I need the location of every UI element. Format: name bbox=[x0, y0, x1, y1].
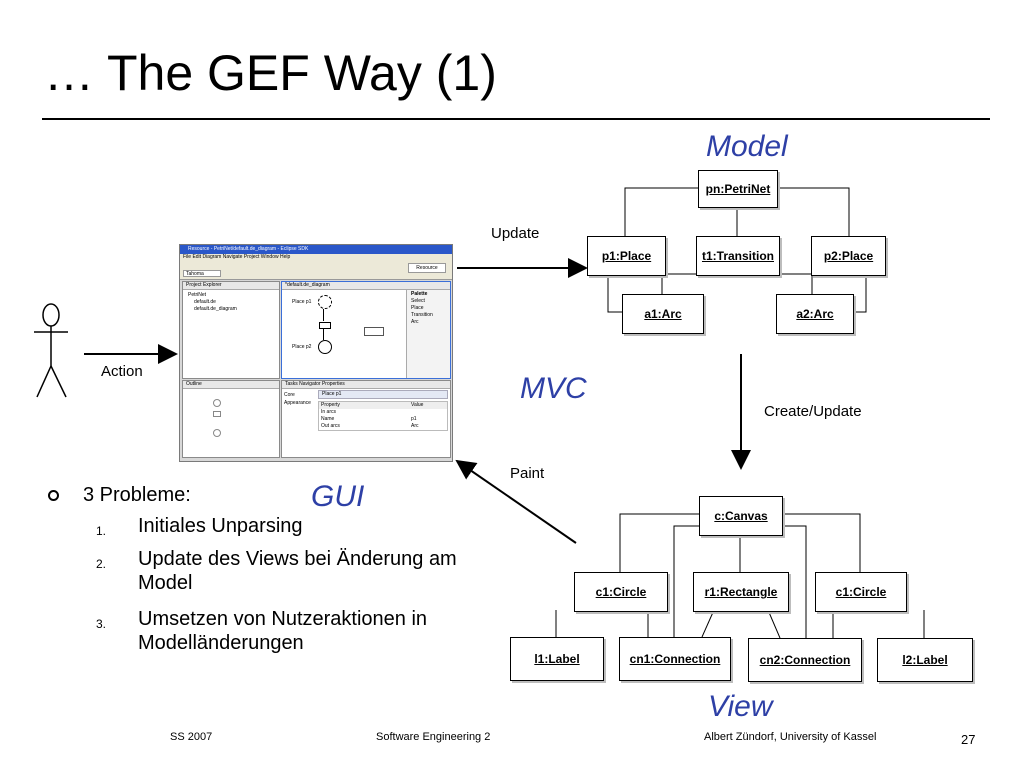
prop-col-header: Property bbox=[321, 402, 340, 408]
update-label: Update bbox=[491, 225, 540, 242]
bullet-item-2: 2. Update des Views bei Änderung am Mode… bbox=[96, 547, 476, 595]
prop-row-value: p1 bbox=[411, 416, 417, 422]
prop-tab-core: Core bbox=[284, 392, 295, 398]
palette-item: Select bbox=[411, 298, 425, 304]
model-object-p2: p2:Place bbox=[811, 236, 886, 276]
palette-item: Place bbox=[411, 305, 424, 311]
place-p1-shape bbox=[318, 295, 332, 309]
model-label: Model bbox=[706, 130, 788, 163]
place-p2-shape bbox=[318, 340, 332, 354]
model-object-petrinet: pn:PetriNet bbox=[698, 170, 778, 208]
outline-place bbox=[213, 399, 221, 407]
editor-tab: *default.de_diagram bbox=[282, 282, 450, 290]
outline-tab: Outline bbox=[183, 381, 279, 389]
palette-item: Arc bbox=[411, 319, 419, 325]
bullet-number: 3. bbox=[96, 617, 107, 631]
footer-semester: SS 2007 bbox=[170, 731, 213, 743]
outline-place bbox=[213, 429, 221, 437]
view-object-label-1: l1:Label bbox=[510, 637, 604, 681]
bullet-main-text: 3 Probleme: bbox=[83, 484, 191, 506]
diagram-editor-pane: *default.de_diagram Place p1 Place p2 Pa… bbox=[281, 281, 451, 379]
bullet-text: Initiales Unparsing bbox=[138, 515, 303, 537]
actor-stick-figure bbox=[34, 303, 68, 398]
palette: Palette Select Place Transition Arc bbox=[406, 290, 450, 378]
prop-row-key: Name bbox=[321, 416, 335, 422]
bullet-item-3: 3. Umsetzen von Nutzeraktionen in Modell… bbox=[96, 607, 476, 655]
arc-line bbox=[323, 309, 324, 321]
project-explorer-tab: Project Explorer bbox=[183, 282, 279, 290]
project-explorer-pane: Project Explorer PetriNet default.de def… bbox=[182, 281, 280, 379]
view-object-connection-1: cn1:Connection bbox=[619, 637, 731, 681]
footer-course: Software Engineering 2 bbox=[376, 731, 491, 743]
place-p2-text: Place p2 bbox=[292, 344, 312, 350]
outline-pane: Outline bbox=[182, 380, 280, 458]
view-object-circle-left: c1:Circle bbox=[574, 572, 668, 612]
window-titlebar: Resource - PetriNet/default.de_diagram -… bbox=[180, 245, 452, 254]
font-combo: Tahoma bbox=[183, 270, 221, 277]
prop-row-key: In arcs bbox=[321, 409, 337, 415]
footer-page-number: 27 bbox=[961, 732, 976, 747]
popup-bar bbox=[364, 327, 384, 336]
bottom-tabs: Tasks Navigator Properties bbox=[282, 381, 450, 389]
model-object-t1: t1:Transition bbox=[696, 236, 780, 276]
tree-item: default.de bbox=[194, 299, 216, 305]
view-tree-lines bbox=[555, 513, 925, 639]
bullet-circle-icon bbox=[48, 490, 59, 501]
bullet-main: 3 Probleme: bbox=[48, 484, 191, 507]
footer-author: Albert Zündorf, University of Kassel bbox=[704, 731, 877, 743]
prop-col-header: Value bbox=[411, 402, 424, 408]
bullet-item-1: 1. Initiales Unparsing bbox=[96, 514, 356, 543]
bullet-number: 2. bbox=[96, 557, 107, 571]
gui-label: GUI bbox=[311, 480, 365, 513]
view-object-rectangle: r1:Rectangle bbox=[693, 572, 789, 612]
prop-tab-appearance: Appearance bbox=[284, 400, 311, 406]
model-object-p1: p1:Place bbox=[587, 236, 666, 276]
action-label: Action bbox=[101, 363, 143, 380]
title-divider bbox=[42, 118, 990, 120]
properties-table: Property Value In arcs Name p1 Out arcs Arc bbox=[318, 401, 448, 431]
model-object-a1: a1:Arc bbox=[622, 294, 704, 334]
tree-item: PetriNet bbox=[188, 292, 207, 298]
palette-item: Transition bbox=[411, 312, 433, 318]
bullet-text: Update des Views bei Änderung am Model bbox=[138, 548, 457, 594]
view-object-label-2: l2:Label bbox=[877, 638, 973, 682]
view-object-canvas: c:Canvas bbox=[699, 496, 783, 536]
palette-title: Palette bbox=[411, 291, 428, 297]
perspective-button: Resource bbox=[408, 263, 446, 273]
properties-pane: Tasks Navigator Properties Place p1 Core… bbox=[281, 380, 451, 458]
eclipse-screenshot: Resource - PetriNet/default.de_diagram -… bbox=[179, 244, 453, 462]
view-object-circle-right: c1:Circle bbox=[815, 572, 907, 612]
menu-bar: File Edit Diagram Navigate Project Windo… bbox=[180, 254, 452, 261]
model-object-a2: a2:Arc bbox=[776, 294, 854, 334]
prop-row-key: Out arcs bbox=[321, 423, 340, 429]
properties-title: Place p1 bbox=[318, 390, 448, 399]
create-update-label: Create/Update bbox=[764, 403, 862, 420]
view-object-connection-2: cn2:Connection bbox=[748, 638, 862, 682]
paint-arrow bbox=[455, 459, 577, 544]
bullet-number: 1. bbox=[96, 524, 107, 538]
prop-row-value: Arc bbox=[411, 423, 419, 429]
slide-title: … The GEF Way (1) bbox=[44, 45, 497, 101]
mvc-label: MVC bbox=[520, 372, 587, 405]
bullet-text: Umsetzen von Nutzeraktionen in Modelländ… bbox=[138, 608, 428, 654]
paint-label: Paint bbox=[510, 465, 545, 482]
arc-line bbox=[323, 328, 324, 340]
outline-transition bbox=[213, 411, 221, 417]
toolbar: Tahoma Resource bbox=[180, 261, 452, 280]
place-p1-text: Place p1 bbox=[292, 299, 312, 305]
model-tree-lines bbox=[607, 187, 867, 313]
transition-shape bbox=[319, 322, 331, 329]
view-label: View bbox=[708, 690, 773, 723]
tree-item: default.de_diagram bbox=[194, 306, 237, 312]
